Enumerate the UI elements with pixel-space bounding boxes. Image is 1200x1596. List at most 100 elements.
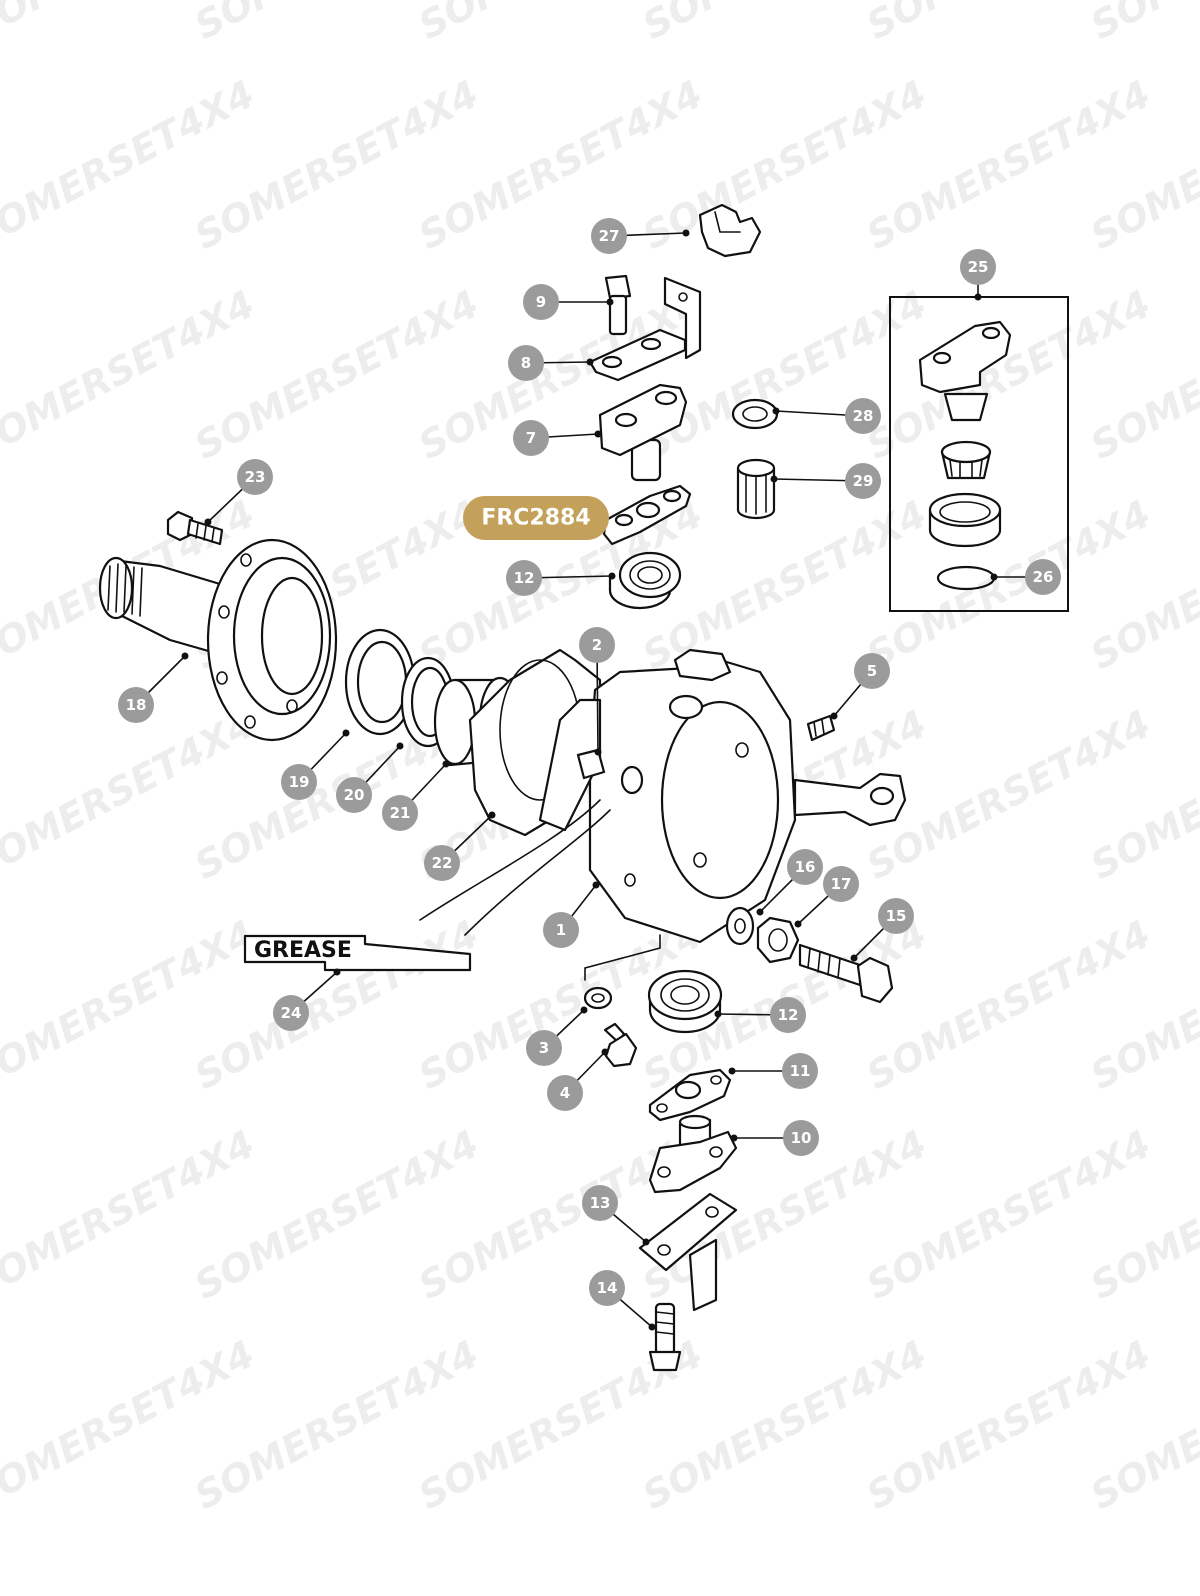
part-29-needle-roller [736,458,776,520]
callout-c12a[interactable]: 12 [506,560,542,596]
callout-badge [770,997,806,1033]
leader-dot-c17 [794,920,802,928]
callout-number: 28 [853,407,874,425]
part-1-swivel-housing [538,648,907,944]
callout-number: 2 [592,636,602,654]
callout-badge [845,398,881,434]
callout-badge [579,627,615,663]
callout-badge [782,1053,818,1089]
part-2-filler-plug [576,748,606,780]
callout-c10[interactable]: 10 [783,1120,819,1156]
leader-dot-c14 [648,1323,656,1331]
callout-number: 22 [432,854,453,872]
callout-number: 18 [126,696,147,714]
callout-c12b[interactable]: 12 [770,997,806,1033]
callout-number: 19 [289,773,310,791]
callout-number: 9 [536,293,546,311]
leader-dot-c29 [770,475,778,483]
callout-c22[interactable]: 22 [424,845,460,881]
callout-number: 11 [790,1062,811,1080]
part-9-bolt [604,274,632,336]
callout-badge [513,420,549,456]
callout-c20[interactable]: 20 [336,777,372,813]
callout-c14[interactable]: 14 [589,1270,625,1306]
callout-c17[interactable]: 17 [823,866,859,902]
part-10-lower-swivel-pin [648,1114,738,1194]
callout-badge [523,284,559,320]
callout-c25[interactable]: 25 [960,249,996,285]
leader-dot-c16 [756,908,764,916]
callout-c27[interactable]: 27 [591,218,627,254]
callout-badge [547,1075,583,1111]
callout-c2[interactable]: 2 [579,627,615,663]
leader-dot-c3 [580,1006,588,1014]
leader-dot-c28 [772,407,780,415]
highlighted-part-number[interactable]: FRC2884 [463,496,609,540]
part-12-lower-bearing [647,969,723,1034]
callout-badge [424,845,460,881]
callout-c16[interactable]: 16 [787,849,823,885]
leader-dot-c10 [730,1134,738,1142]
callout-badge [854,653,890,689]
part-14-bolt [648,1302,682,1372]
callout-number: 4 [560,1084,570,1102]
callout-c23[interactable]: 23 [237,459,273,495]
callout-badge [118,687,154,723]
callout-number: 12 [514,569,535,587]
callout-c7[interactable]: 7 [513,420,549,456]
callout-c13[interactable]: 13 [582,1185,618,1221]
callout-badge [526,1030,562,1066]
part-18-stub-axle [98,538,338,742]
callout-number: 1 [556,921,566,939]
leader-dot-c4 [601,1048,609,1056]
callout-badge [1025,559,1061,595]
callout-badge [382,795,418,831]
callout-c21[interactable]: 21 [382,795,418,831]
callout-badge [787,849,823,885]
callout-number: 25 [968,258,989,276]
callout-c18[interactable]: 18 [118,687,154,723]
callout-c8[interactable]: 8 [508,345,544,381]
leader-dot-c11 [728,1067,736,1075]
callout-number: 14 [597,1279,618,1297]
callout-c28[interactable]: 28 [845,398,881,434]
callout-number: 26 [1033,568,1054,586]
leader-dot-c20 [396,742,404,750]
callout-c24[interactable]: 24 [273,995,309,1031]
callout-c19[interactable]: 19 [281,764,317,800]
callout-c1[interactable]: 1 [543,912,579,948]
part-13-bracket [638,1192,738,1312]
part-5-screw [806,714,836,742]
part-27-clip [698,203,762,258]
callout-c15[interactable]: 15 [878,898,914,934]
leader-dot-c7 [594,430,602,438]
callout-c3[interactable]: 3 [526,1030,562,1066]
part-8-bracket [588,276,702,382]
leader-dot-c24 [333,968,341,976]
leader-dot-c19 [342,729,350,737]
callout-c29[interactable]: 29 [845,463,881,499]
leader-dot-c5 [830,712,838,720]
callout-badge [543,912,579,948]
callout-badge [508,345,544,381]
callout-badge [960,249,996,285]
grease-label: GREASE [254,938,352,963]
part-12-upper-bearing [608,551,682,610]
callout-c4[interactable]: 4 [547,1075,583,1111]
leader-dot-c8 [586,358,594,366]
callout-number: 13 [590,1194,611,1212]
leader-dot-c26 [990,573,998,581]
callout-c5[interactable]: 5 [854,653,890,689]
leader-dot-c13 [642,1238,650,1246]
part-11-gasket [648,1068,732,1122]
callout-c11[interactable]: 11 [782,1053,818,1089]
part-15-bolt [798,943,894,1004]
leader-dot-c1 [592,881,600,889]
callout-badge [878,898,914,934]
part-16-washer [725,906,755,946]
callout-c9[interactable]: 9 [523,284,559,320]
callout-badge [582,1185,618,1221]
callout-number: 15 [886,907,907,925]
callout-c26[interactable]: 26 [1025,559,1061,595]
